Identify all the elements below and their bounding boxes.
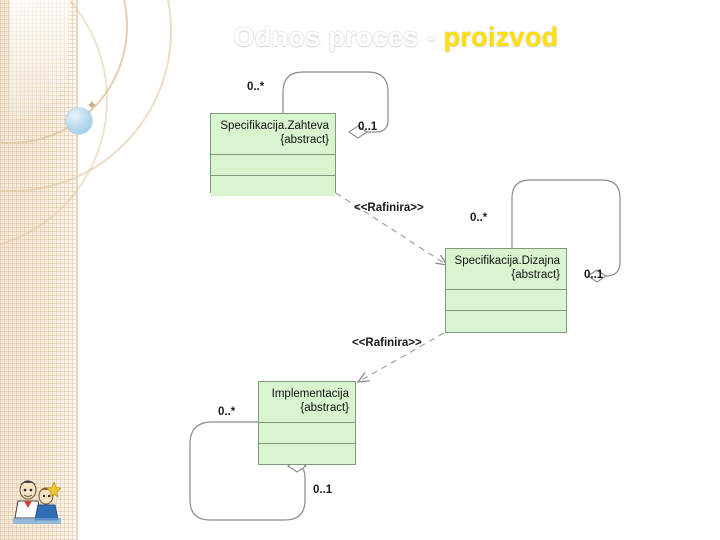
refine-dependency-1 [335, 192, 449, 266]
decorative-sphere-icon [66, 108, 92, 134]
title-accent-text: proizvod [443, 22, 559, 52]
uml-operations-compartment [211, 175, 335, 196]
multiplicity-dizajna-one: 0..1 [584, 269, 604, 281]
uml-class-name: Implementacija [271, 388, 349, 400]
association-loop-zahteva [282, 71, 389, 139]
uml-attributes-compartment [259, 422, 355, 444]
uml-attributes-compartment [446, 289, 566, 311]
uml-operations-compartment [259, 443, 355, 464]
uml-class-header: Implementacija {abstract} [259, 382, 355, 423]
uml-class-stereotype: {abstract} [280, 134, 329, 147]
multiplicity-implementacija-one: 0..1 [313, 484, 333, 496]
uml-class-name: Specifikacija.Zahteva [220, 120, 329, 132]
page-title: Odnos proces - proizvod [96, 22, 696, 53]
sparkle-icon: ✦ [86, 97, 98, 113]
title-main-text: Odnos proces - [233, 22, 444, 52]
relation-label-rafinira-2: <<Rafinira>> [352, 337, 422, 349]
uml-class-stereotype: {abstract} [300, 402, 349, 415]
uml-class-stereotype: {abstract} [511, 269, 560, 282]
people-clipart-icon [13, 480, 62, 524]
multiplicity-implementacija-many: 0..* [218, 406, 236, 418]
uml-class-specifikacija-zahteva[interactable]: Specifikacija.Zahteva {abstract} [210, 113, 336, 196]
multiplicity-zahteva-many: 0..* [247, 81, 265, 93]
band-edge-line [76, 0, 78, 540]
multiplicity-dizajna-many: 0..* [470, 212, 488, 224]
uml-class-name: Specifikacija.Dizajna [454, 255, 560, 267]
uml-class-implementacija[interactable]: Implementacija {abstract} [258, 381, 356, 465]
uml-operations-compartment [446, 310, 566, 331]
uml-class-header: Specifikacija.Zahteva {abstract} [211, 114, 335, 155]
uml-class-specifikacija-dizajna[interactable]: Specifikacija.Dizajna {abstract} [445, 248, 567, 333]
uml-class-header: Specifikacija.Dizajna {abstract} [446, 249, 566, 290]
multiplicity-zahteva-one: 0..1 [358, 121, 378, 133]
uml-attributes-compartment [211, 154, 335, 176]
refine-dependency-2 [356, 332, 445, 383]
association-loop-dizajna [511, 179, 621, 283]
relation-label-rafinira-1: <<Rafinira>> [354, 202, 424, 214]
